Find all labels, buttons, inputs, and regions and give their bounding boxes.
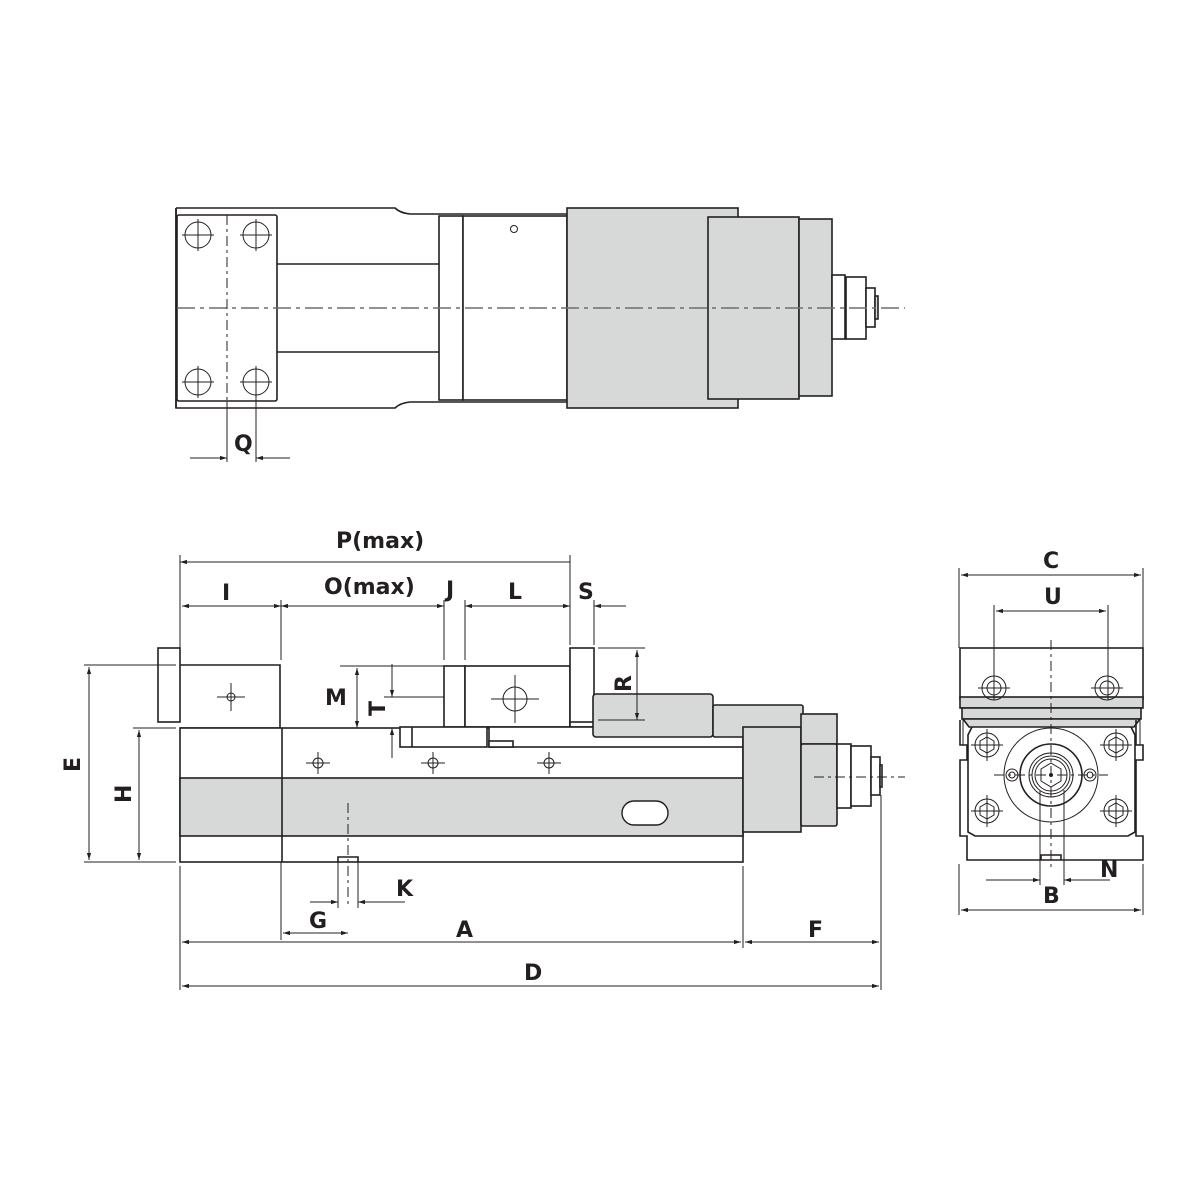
drive-housing (742, 726, 802, 833)
mounting-hole-icon (182, 219, 272, 398)
slot-icon (621, 800, 669, 826)
small-hole-icon (510, 225, 518, 233)
label-Q: Q (234, 432, 253, 457)
label-H: H (112, 785, 137, 803)
jaw-plate (443, 665, 466, 728)
hex-bolt-icon (971, 729, 1132, 827)
label-J: J (444, 578, 454, 603)
end-view: C U B N (958, 549, 1144, 915)
label-L: L (508, 580, 522, 605)
label-U: U (1044, 585, 1062, 610)
label-G: G (309, 909, 327, 934)
fixed-jaw-pad (157, 647, 181, 723)
label-D: D (524, 961, 542, 986)
label-N: N (1100, 858, 1118, 883)
moving-jaw-block (464, 665, 571, 728)
label-F: F (808, 918, 823, 943)
label-T: T (366, 701, 391, 716)
label-E: E (61, 757, 86, 772)
label-I: I (222, 581, 230, 606)
side-view: P(max) I O(max) J L S M T R E H (61, 529, 905, 990)
label-S: S (578, 580, 594, 605)
label-P-max: P(max) (336, 529, 424, 554)
jaw-housing (592, 693, 714, 738)
label-C: C (1043, 549, 1059, 574)
label-R: R (612, 675, 637, 692)
top-view: Q (175, 207, 905, 462)
label-B: B (1043, 884, 1060, 909)
label-O-max: O(max) (324, 575, 415, 600)
bolt-hole-icon (306, 752, 561, 774)
label-M: M (325, 686, 347, 711)
label-A: A (456, 918, 473, 943)
label-K: K (396, 877, 414, 902)
